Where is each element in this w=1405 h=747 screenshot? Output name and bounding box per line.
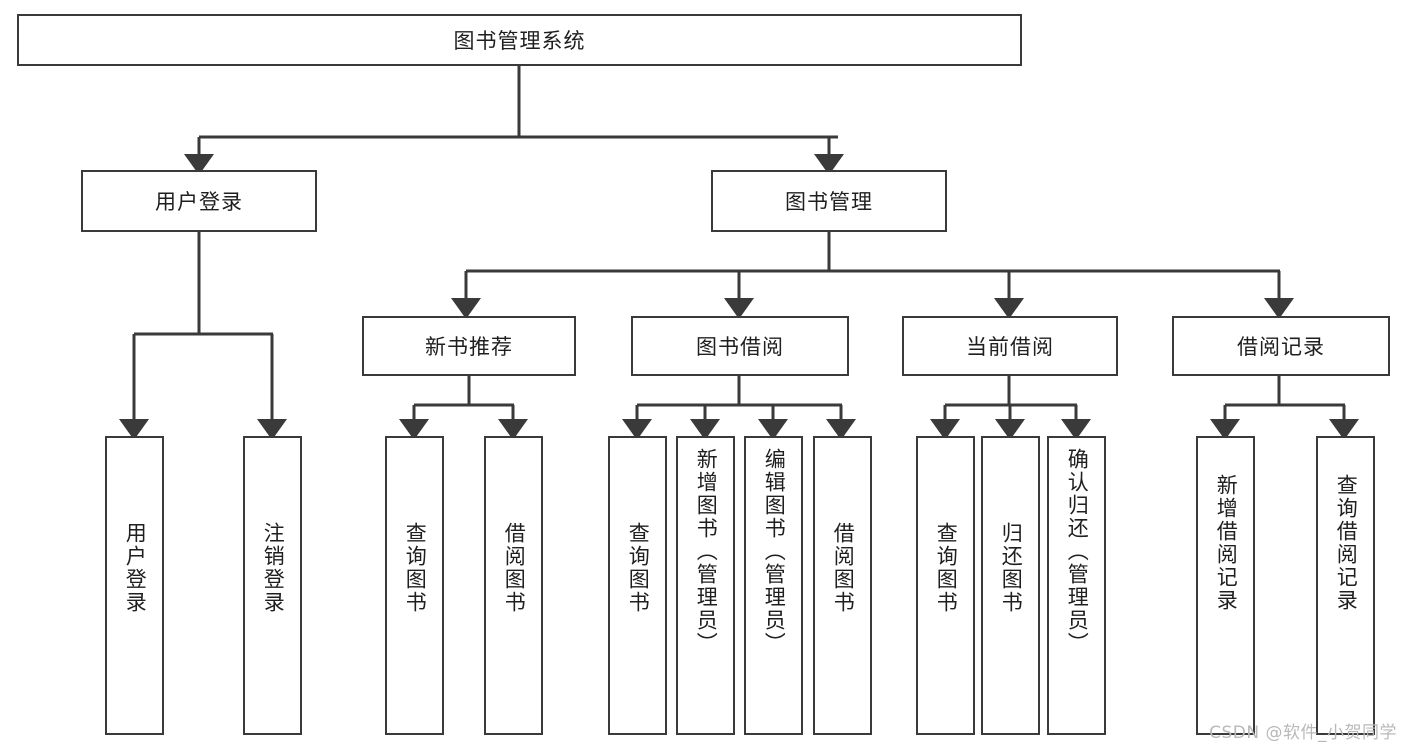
node-label: 当前借阅 [966,335,1054,359]
node-label: 编辑图书（管理员） [762,448,787,655]
node-book-management[interactable]: 图书管理 [711,170,947,232]
node-label: 查询借阅记录 [1334,474,1359,612]
node-label: 用户登录 [155,190,243,214]
leaf-new-book-query-book[interactable]: 查询图书 [385,436,444,735]
node-label: 注销登录 [261,522,286,614]
node-label: 借阅图书 [502,522,527,614]
leaf-borrow-record-query-record[interactable]: 查询借阅记录 [1316,436,1375,735]
leaf-book-borrow-query-book[interactable]: 查询图书 [608,436,667,735]
node-label: 新增借阅记录 [1214,474,1239,612]
node-label: 查询图书 [626,522,651,614]
leaf-user-login-login[interactable]: 用户登录 [105,436,164,735]
node-label: 确认归还（管理员） [1065,448,1090,655]
node-label: 借阅图书 [831,522,856,614]
node-borrow-record[interactable]: 借阅记录 [1172,316,1390,376]
node-root-book-management-system[interactable]: 图书管理系统 [17,14,1022,66]
leaf-user-login-logout[interactable]: 注销登录 [243,436,302,735]
node-label: 查询图书 [934,522,959,614]
node-label: 借阅记录 [1237,335,1325,359]
leaf-book-borrow-add-book-admin[interactable]: 新增图书（管理员） [676,436,735,735]
leaf-book-borrow-borrow-book[interactable]: 借阅图书 [813,436,872,735]
csdn-watermark: CSDN @软件_小贺同学 [1209,723,1397,743]
node-label: 图书管理 [785,190,873,214]
leaf-borrow-record-add-record[interactable]: 新增借阅记录 [1196,436,1255,735]
node-label: 新书推荐 [425,335,513,359]
node-label: 用户登录 [123,522,148,614]
node-user-login[interactable]: 用户登录 [81,170,317,232]
leaf-current-borrow-return-book[interactable]: 归还图书 [981,436,1040,735]
leaf-current-borrow-query-book[interactable]: 查询图书 [916,436,975,735]
node-label: 图书管理系统 [453,29,586,53]
node-current-borrow[interactable]: 当前借阅 [902,316,1118,376]
leaf-book-borrow-edit-book-admin[interactable]: 编辑图书（管理员） [744,436,803,735]
node-label: 图书借阅 [696,335,784,359]
leaf-new-book-borrow-book[interactable]: 借阅图书 [484,436,543,735]
node-book-borrow[interactable]: 图书借阅 [631,316,849,376]
node-label: 归还图书 [999,522,1024,614]
node-new-book-recommend[interactable]: 新书推荐 [362,316,576,376]
leaf-current-borrow-confirm-return-admin[interactable]: 确认归还（管理员） [1047,436,1106,735]
node-label: 新增图书（管理员） [694,448,719,655]
node-label: 查询图书 [403,522,428,614]
